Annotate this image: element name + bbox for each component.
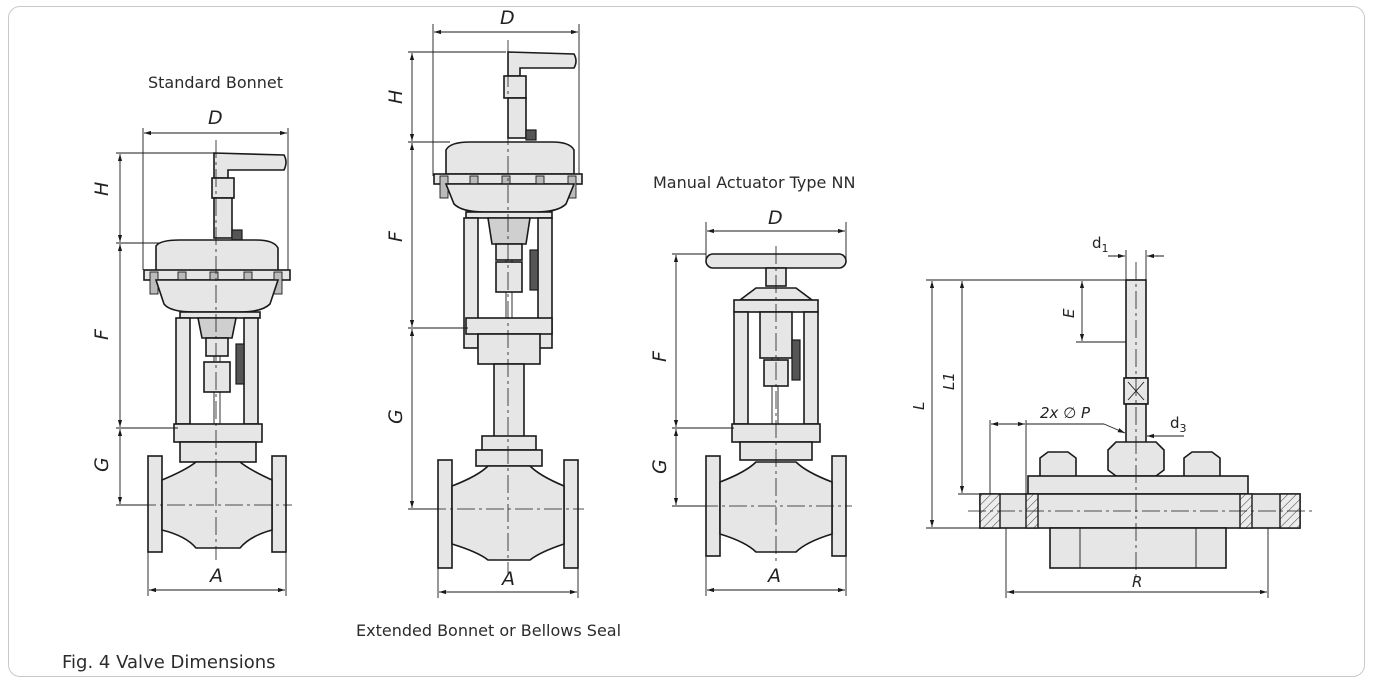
dim-F-standard: F [91,328,113,340]
dim-G-extended: G [385,409,407,424]
standard-bonnet-valve: Standard Bonnet D [91,73,292,596]
dim-A-extended: A [500,568,515,590]
dim-d3-label: d3 [1170,414,1187,435]
dim-D-standard: D [208,107,223,129]
manual-actuator-caption: Manual Actuator Type NN [653,173,855,192]
figure-caption: Fig. 4 Valve Dimensions [62,652,276,673]
dim-H-standard: H [91,182,113,196]
dim-D-manual: D [768,207,783,229]
dim-A-standard: A [208,565,223,587]
manual-actuator-valve: Manual Actuator Type NN D F G [649,173,855,596]
dim-L1-label: L1 [940,372,958,390]
dim-R-label: R [1132,573,1142,591]
dim-F-manual: F [649,350,671,362]
extended-bonnet-valve: D [356,7,621,640]
dim-E-label: E [1060,308,1078,318]
dim-A-manual: A [766,565,781,587]
flange-detail-drawing: d1 E L [910,234,1312,598]
dim-G-standard: G [91,457,113,472]
dim-d1-label: d1 [1092,234,1109,255]
dim-2xP-label: 2x ∅ P [1040,404,1091,422]
dim-F-extended: F [385,230,407,242]
standard-bonnet-caption: Standard Bonnet [148,73,283,92]
dim-H-extended: H [385,90,407,104]
extended-bonnet-caption: Extended Bonnet or Bellows Seal [356,621,621,640]
dim-L-label: L [910,402,928,410]
dim-D-extended: D [500,7,515,29]
dim-G-manual: G [649,459,671,474]
